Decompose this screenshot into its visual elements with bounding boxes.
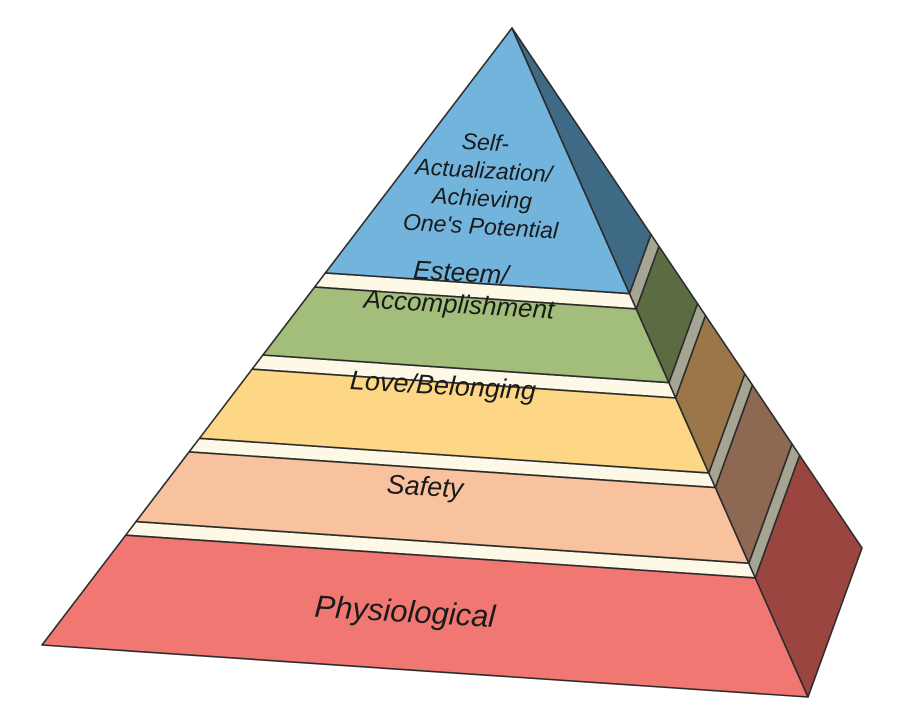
level-self-actualization-label-line: Self- [461,128,510,157]
pyramid-bands [41,27,863,698]
level-love-belonging-side [674,314,746,474]
level-self-actualization-label-line: Achieving [430,182,533,214]
level-esteem-side [635,245,699,384]
level-esteem-label-line: Esteem/ [412,254,512,290]
level-safety-side [714,384,793,565]
pyramid-labels: PhysiologicalSafetyLove/BelongingEsteem/… [314,128,560,634]
level-physiological-side [754,454,863,698]
level-self-actualization-side [511,27,652,295]
level-safety-label: Safety [386,469,466,503]
level-safety-label-line: Safety [386,469,466,503]
